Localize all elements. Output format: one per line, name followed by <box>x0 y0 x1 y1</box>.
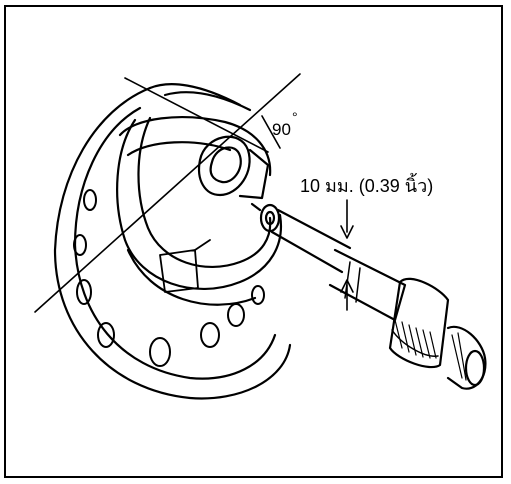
inner-rib <box>159 239 211 293</box>
piston-inner-bore <box>116 116 283 306</box>
measurement-label: 10 มม. (0.39 นิ้ว) <box>300 173 433 196</box>
figure-frame <box>4 5 503 478</box>
micrometer-ratchet <box>446 325 487 390</box>
degree-symbol: ° <box>292 109 298 125</box>
piston-outer-ring <box>53 83 292 400</box>
micrometer-thimble <box>388 277 450 369</box>
piston-pin-boss <box>197 135 270 200</box>
skirt-holes <box>73 189 265 367</box>
micrometer-anvil <box>250 202 352 274</box>
micrometer-spindle <box>328 248 407 322</box>
angle-label: 90 <box>272 120 291 139</box>
reference-axis-lines <box>34 73 301 313</box>
measurement-indicator <box>340 199 354 311</box>
